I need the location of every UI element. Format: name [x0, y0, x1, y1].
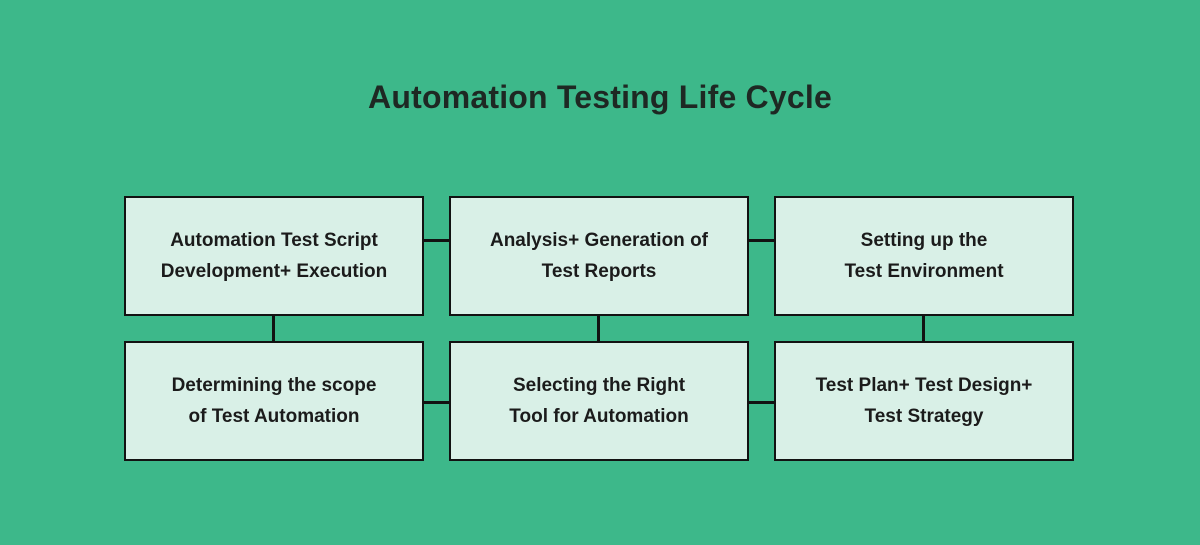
node-text-line: of Test Automation [188, 406, 360, 427]
node-text-line: Selecting the Right [512, 375, 686, 396]
node-test-plan-test-design-test-strategy: Test Plan+ Test Design+ Test Strategy [774, 341, 1074, 461]
node-text-line: Test Environment [844, 261, 1004, 282]
node-text-line: Determining the scope [171, 375, 377, 396]
connector-top-row-2-3 [749, 239, 774, 242]
connector-column-left [272, 316, 275, 341]
node-determining-the-scope-of-test-automation: Determining the scope of Test Automation [124, 341, 424, 461]
node-text-line: Analysis+ Generation of [489, 230, 709, 251]
connector-bottom-row-4-5 [424, 401, 449, 404]
connector-column-middle [597, 316, 600, 341]
connector-top-row-1-2 [424, 239, 449, 242]
node-selecting-the-right-tool-for-automation: Selecting the Right Tool for Automation [449, 341, 749, 461]
node-text-line: Test Reports [541, 261, 657, 282]
node-automation-test-script-development-execution: Automation Test Script Development+ Exec… [124, 196, 424, 316]
node-text-line: Development+ Execution [160, 261, 388, 282]
connector-column-right [922, 316, 925, 341]
node-text-line: Setting up the [860, 230, 988, 251]
diagram-title: Automation Testing Life Cycle [368, 79, 832, 115]
connector-bottom-row-5-6 [749, 401, 774, 404]
node-text-line: Tool for Automation [509, 406, 689, 427]
node-text-line: Test Strategy [864, 406, 984, 427]
node-analysis-generation-of-test-reports: Analysis+ Generation of Test Reports [449, 196, 749, 316]
node-text-line: Test Plan+ Test Design+ [815, 375, 1033, 396]
node-setting-up-the-test-environment: Setting up the Test Environment [774, 196, 1074, 316]
node-text-line: Automation Test Script [170, 230, 378, 251]
